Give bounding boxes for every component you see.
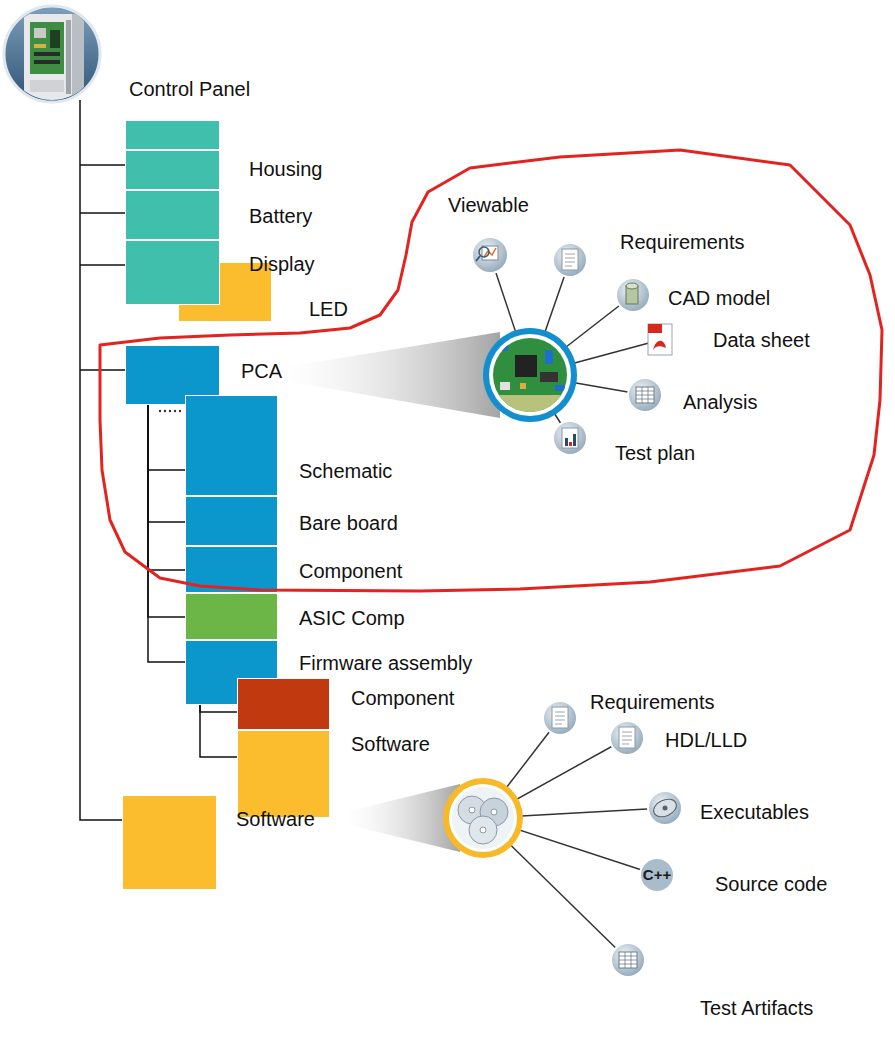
item-label: Data sheet (713, 328, 810, 352)
node-label: Bare board (299, 511, 398, 535)
analysis-icon (628, 378, 662, 412)
node-label: LED (309, 297, 348, 321)
node-label: Schematic (299, 459, 392, 483)
chart-icon (553, 421, 587, 455)
disc-icon (648, 791, 682, 825)
document-icon (553, 243, 587, 277)
tree-connector (148, 405, 185, 662)
node-label: Software (351, 732, 430, 756)
tree-box: Software (237, 730, 330, 818)
zoom-cone (280, 332, 500, 418)
tree-box: Software (122, 795, 217, 890)
tree-box: ASIC Comp (185, 593, 278, 640)
item-label: Test plan (615, 441, 695, 465)
node-label: Firmware assembly (299, 651, 472, 675)
ellipsis-dots (159, 410, 181, 412)
node-label: Control Panel (129, 77, 250, 101)
tree-box: Battery (125, 190, 220, 240)
item-label: Viewable (448, 193, 529, 217)
tree-box: Control Panel (125, 120, 220, 150)
item-label: Test Artifacts (700, 996, 813, 1020)
spoke-lines (490, 255, 660, 438)
item-label: Source code (715, 872, 827, 896)
tree-connector (200, 705, 237, 712)
source-code-icon (640, 858, 674, 892)
tree-connector (148, 405, 185, 470)
node-label: Display (249, 252, 315, 276)
freehand-outline (100, 150, 882, 591)
viewable-icon (472, 237, 508, 273)
item-label: Executables (700, 800, 809, 824)
node-label: PCA (241, 359, 282, 383)
tree-box: Display (125, 240, 220, 305)
document-icon (610, 721, 644, 755)
item-label: Requirements (620, 230, 745, 254)
tree-connector (148, 405, 185, 522)
icon-text: C++ (643, 866, 671, 884)
pca-hub (483, 328, 577, 422)
item-label: HDL/LLD (665, 728, 747, 752)
tree-box: Component (237, 678, 330, 730)
tree-connector (148, 405, 185, 570)
tree-connector (200, 705, 237, 757)
pdf-icon (648, 324, 672, 355)
node-label: Housing (249, 157, 322, 181)
node-label: Component (299, 559, 402, 583)
node-label: Software (236, 807, 315, 831)
item-label: Requirements (590, 690, 715, 714)
test-artifacts-icon (611, 943, 645, 977)
node-label: Battery (249, 204, 312, 228)
tree-box: Bare board (185, 496, 278, 546)
tree-box: Housing (125, 150, 220, 190)
computer-icon (4, 6, 100, 102)
zoom-cone (345, 784, 460, 852)
software-hub (443, 778, 523, 858)
cad-icon (616, 278, 650, 312)
tree-connector (148, 405, 185, 617)
tree-box: Schematic (185, 395, 278, 496)
document-icon (543, 701, 577, 735)
item-label: Analysis (683, 390, 757, 414)
node-label: Component (351, 686, 454, 710)
item-label: CAD model (668, 286, 770, 310)
node-label: ASIC Comp (299, 606, 405, 630)
